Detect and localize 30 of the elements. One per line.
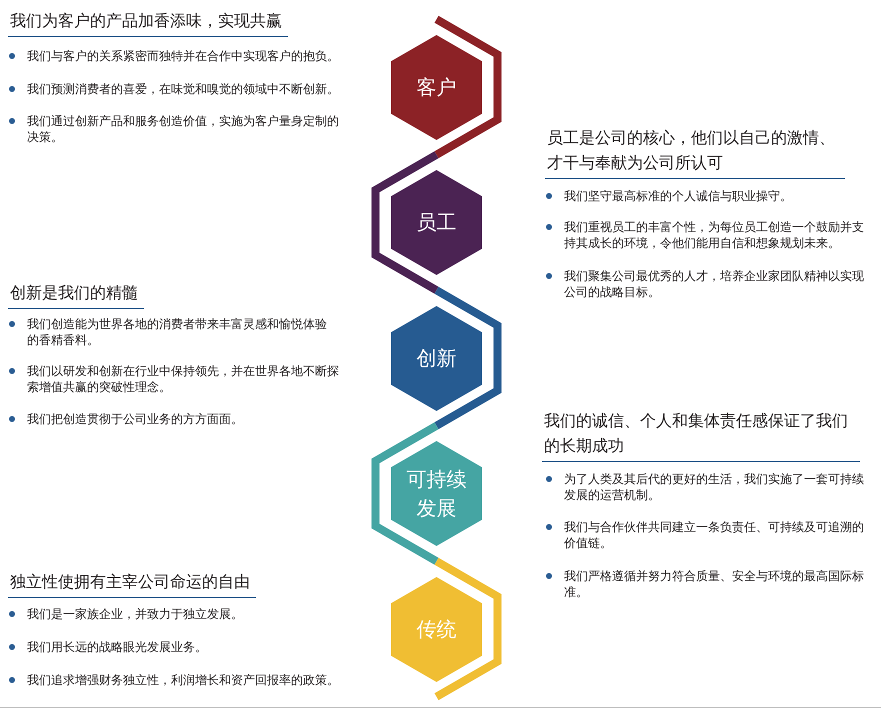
hexagon bbox=[391, 576, 482, 682]
hexagon bbox=[391, 306, 482, 410]
bullet-text: 我们通过创新产品和服务创造价值，实施为客户量身定制的决策。 bbox=[27, 113, 340, 145]
bullet-text: 我们创造能为世界各地的消费者带来丰富灵感和愉悦体验的香精香料。 bbox=[27, 316, 328, 348]
section-heading: 独立性使拥有主宰公司命运的自由 bbox=[8, 568, 256, 598]
hexagon bbox=[391, 34, 482, 140]
section-heading: 我们为客户的产品加香添味，实现共赢 bbox=[8, 8, 288, 37]
bullet-text: 我们把创造贯彻于公司业务的方方面面。 bbox=[27, 411, 243, 427]
section-heading: 创新是我们的精髓 bbox=[8, 280, 144, 308]
hexagon-label: 创新 bbox=[416, 344, 456, 372]
hexagon-label: 传统 bbox=[416, 616, 456, 642]
hexagon-label: 员工 bbox=[416, 209, 456, 236]
hexagon bbox=[391, 170, 482, 275]
bullet-text: 我们与客户的关系紧密而独特并在合作中实现客户的抱负。 bbox=[27, 48, 339, 64]
bullet-text: 我们是一家族企业，并致力于独立发展。 bbox=[27, 606, 243, 622]
bullet-text: 我们聚集公司最优秀的人才，培养企业家团队精神以实现公司的战略目标。 bbox=[564, 268, 865, 300]
bullet-text: 为了人类及其后代的更好的生活，我们实施了一套可持续发展的运营机制。 bbox=[564, 471, 865, 503]
bullet-text: 我们用长远的战略眼光发展业务。 bbox=[27, 639, 207, 655]
bullet-text: 我们严格遵循并努力符合质量、安全与环境的最高国际标准。 bbox=[564, 568, 865, 600]
section-heading: 我们的诚信、个人和集体责任感保证了我们的长期成功 bbox=[542, 408, 860, 462]
bullet-text: 我们以研发和创新在行业中保持领先，并在世界各地不断探索增值共赢的突破性理念。 bbox=[27, 363, 340, 395]
section-heading: 员工是公司的核心，他们以自己的激情、才干与奉献为公司所认可 bbox=[545, 124, 845, 178]
hexagon-label: 可持续发展 bbox=[406, 466, 468, 522]
bullet-text: 我们重视员工的丰富个性，为每位员工创造一个鼓励并支持其成长的环境，令他们能用自信和想象规划未来。 bbox=[564, 219, 865, 251]
bullet-text: 我们与合作伙伴共同建立一条负责任、可持续及可追溯的价值链。 bbox=[564, 519, 865, 551]
hexagon-label: 客户 bbox=[416, 74, 456, 100]
hexagon bbox=[391, 441, 482, 546]
bullet-text: 我们预测消费者的喜爱，在味觉和嗅觉的领域中不断创新。 bbox=[27, 81, 339, 97]
bullet-text: 我们坚守最高标准的个人诚信与职业操守。 bbox=[564, 188, 792, 204]
bullet-text: 我们追求增强财务独立性，利润增长和资产回报率的政策。 bbox=[27, 672, 339, 688]
